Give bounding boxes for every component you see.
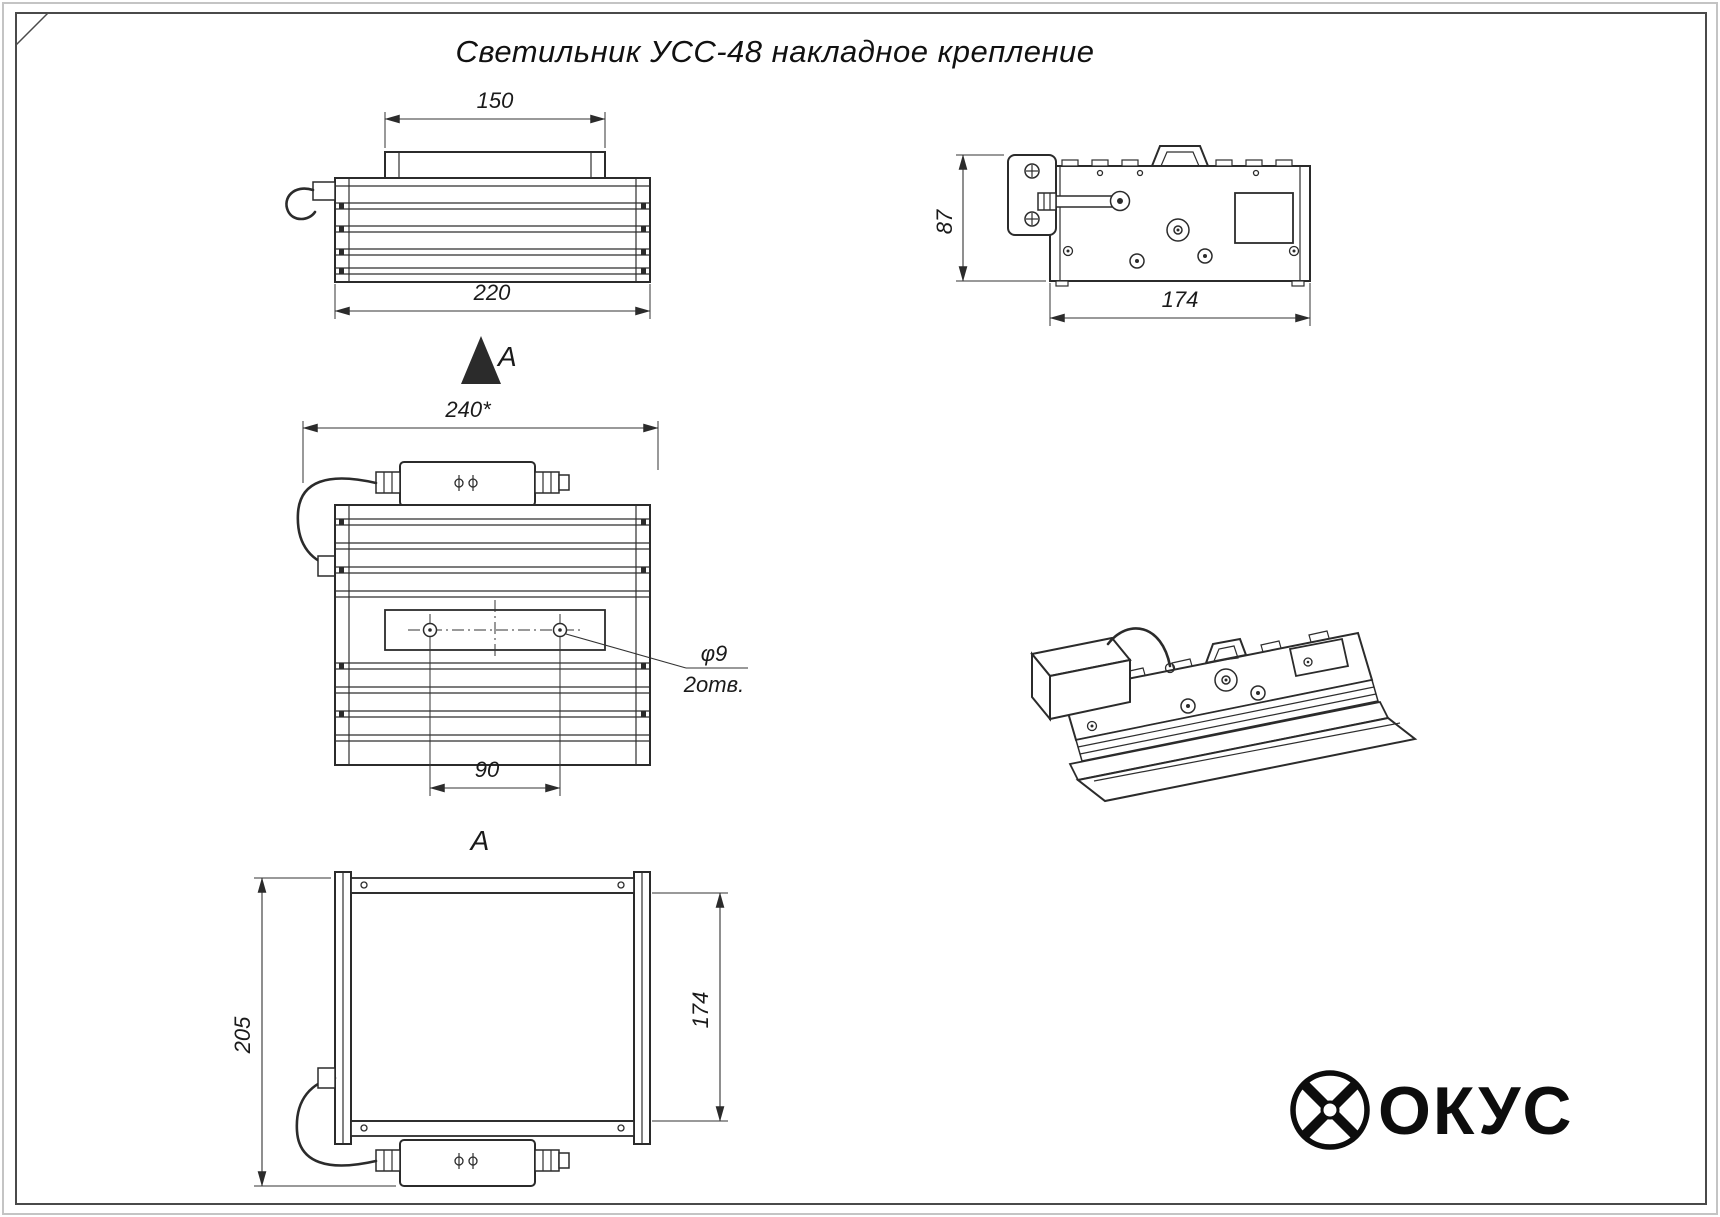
front-view: 150 220 A — [285, 88, 651, 384]
dim-label-87: 87 — [932, 209, 957, 234]
side-view: 87 174 — [932, 145, 1311, 326]
dim-side-87: 87 — [932, 154, 1046, 282]
dim-label-174-section: 174 — [688, 992, 713, 1029]
front-body — [334, 177, 651, 283]
dim-label-174-side: 174 — [1162, 287, 1199, 312]
hole-count-label: 2отв. — [683, 672, 744, 697]
iso-driver-box — [1030, 627, 1176, 722]
section-a-view: A — [230, 825, 728, 1187]
section-arrow-label: A — [496, 341, 517, 372]
top-view: 240* — [296, 397, 748, 796]
isometric-view — [1030, 627, 1418, 803]
dim-section-174: 174 — [652, 892, 728, 1122]
dim-label-90: 90 — [475, 757, 500, 782]
iso-label-window — [1288, 637, 1350, 678]
dim-label-150: 150 — [477, 88, 514, 113]
dim-label-240: 240* — [444, 397, 492, 422]
hole-diameter-label: φ9 — [701, 641, 728, 666]
dim-label-220: 220 — [473, 280, 511, 305]
dim-side-174: 174 — [1049, 283, 1311, 326]
carry-handle — [1150, 145, 1210, 167]
front-mount-bracket — [384, 151, 606, 179]
side-cable-gland — [1037, 190, 1131, 212]
front-cable-gland — [285, 181, 336, 221]
dim-front-150: 150 — [384, 88, 606, 148]
dim-section-205: 205 — [230, 877, 396, 1187]
section-driver-box — [375, 1139, 570, 1187]
dim-label-205: 205 — [230, 1016, 255, 1054]
fokus-knot-emblem-icon — [1290, 1070, 1370, 1150]
logo-text: ОКУС — [1378, 1073, 1574, 1149]
label-window — [1234, 192, 1294, 244]
section-view-label: A — [469, 825, 490, 856]
page-title: Светильник УСС-48 накладное крепление — [455, 34, 1094, 69]
logo: ОКУС — [1290, 1070, 1574, 1150]
dim-top-240: 240* — [302, 397, 659, 483]
top-mount-plate — [384, 600, 606, 660]
front-section-arrow: A — [461, 336, 517, 384]
top-hole-callout: φ9 2отв. — [565, 633, 748, 697]
top-driver-box — [375, 461, 570, 507]
side-body — [1049, 145, 1311, 287]
iso-body — [1060, 630, 1418, 803]
dim-top-90: 90 — [429, 640, 561, 796]
section-cable — [295, 1067, 378, 1167]
side-wall-bracket — [1007, 154, 1057, 236]
section-body — [334, 871, 651, 1145]
iso-bottom-face — [1075, 716, 1418, 803]
dim-front-220: 220 — [334, 280, 651, 319]
